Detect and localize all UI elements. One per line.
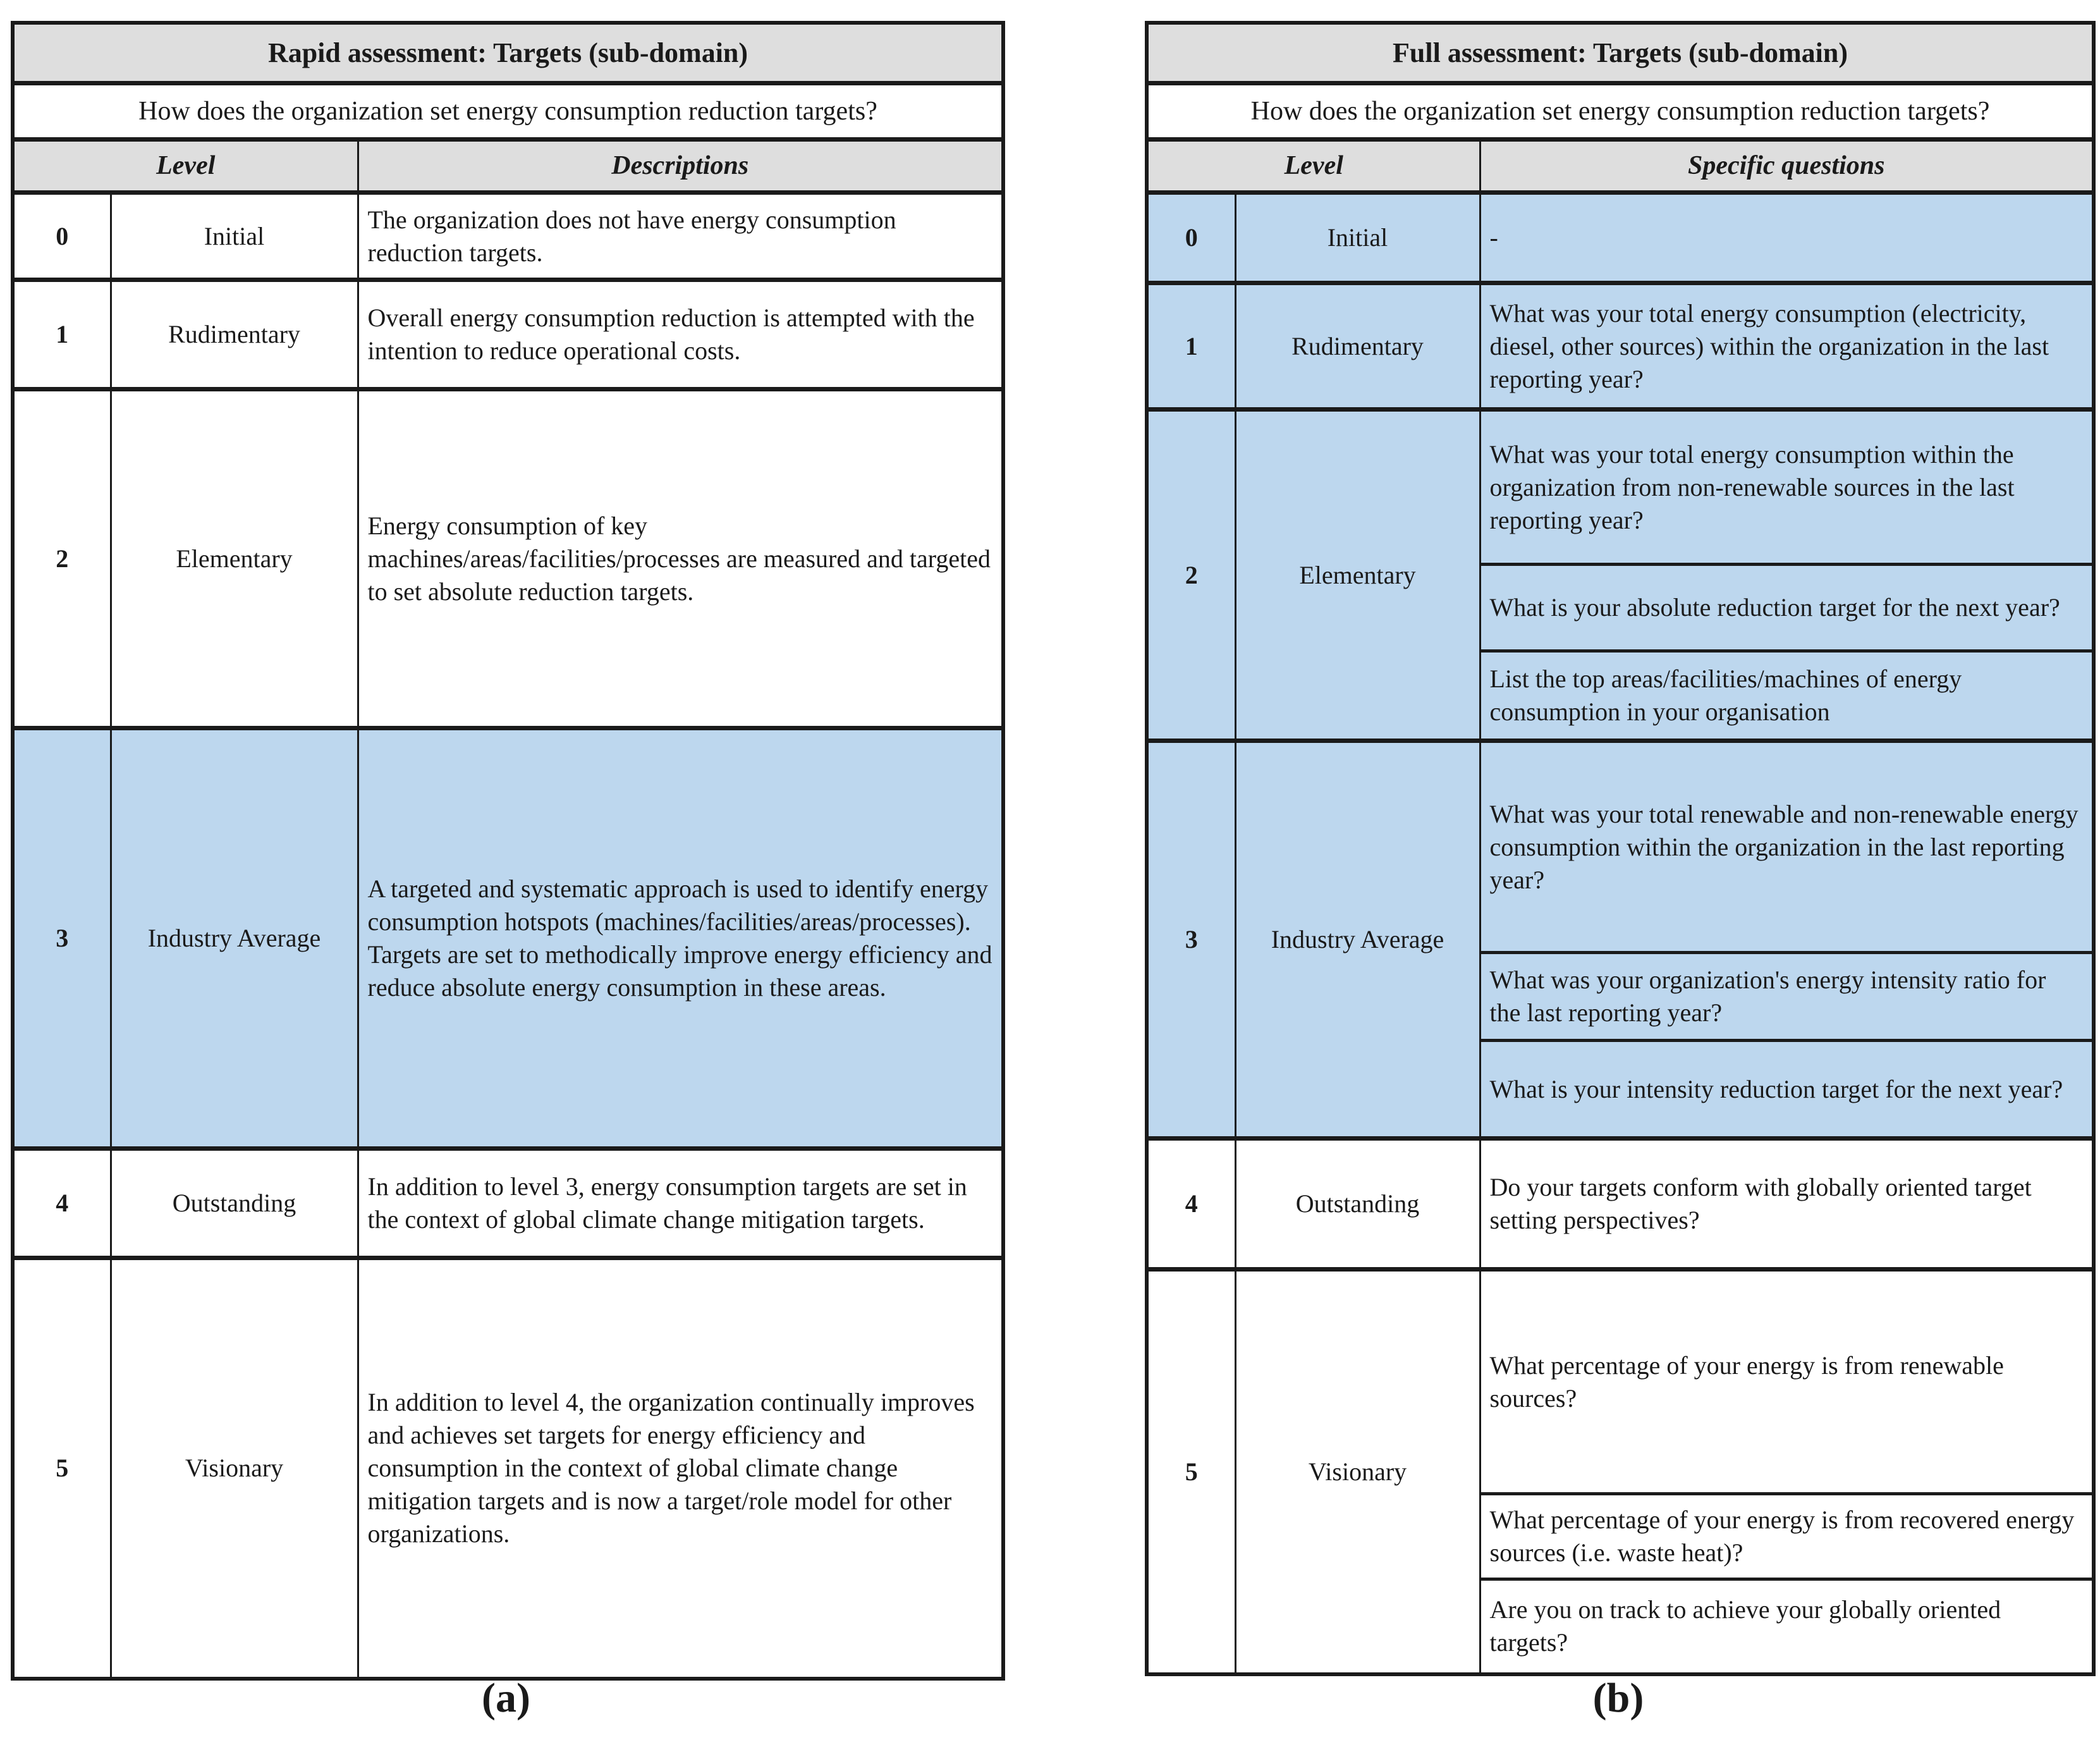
table-header-row: Level Descriptions bbox=[11, 138, 1004, 193]
level-number: 2 bbox=[1145, 408, 1236, 742]
table-header-row: Level Specific questions bbox=[1145, 138, 2095, 193]
table-title-row: Full assessment: Targets (sub-domain) bbox=[1145, 21, 2095, 84]
table-row: 4 Outstanding In addition to level 3, en… bbox=[11, 1148, 1004, 1259]
subfigure-caption-b: (b) bbox=[1592, 1675, 1644, 1721]
specific-question: Are you on track to achieve your globall… bbox=[1479, 1578, 2095, 1675]
specific-question: What was your total energy consumption w… bbox=[1479, 408, 2095, 565]
table-title: Rapid assessment: Targets (sub-domain) bbox=[11, 21, 1004, 84]
column-header-specific-questions: Specific questions bbox=[1479, 138, 2095, 193]
level-name: Industry Average bbox=[109, 727, 359, 1149]
specific-question: List the top areas/facilities/machines o… bbox=[1479, 650, 2095, 742]
full-assessment-table: Full assessment: Targets (sub-domain) Ho… bbox=[1145, 21, 2096, 1676]
level-number: 0 bbox=[11, 192, 112, 281]
level-number: 1 bbox=[11, 279, 112, 390]
level-name: Elementary bbox=[1234, 408, 1481, 742]
table-row: 0 Initial The organization does not have… bbox=[11, 192, 1004, 281]
specific-question: What was your total energy consumption (… bbox=[1479, 282, 2095, 410]
column-header-level: Level bbox=[11, 138, 359, 193]
level-name: Initial bbox=[1234, 192, 1481, 284]
table-row: 4 Outstanding Do your targets conform wi… bbox=[1145, 1137, 2095, 1270]
level-description: Overall energy consumption reduction is … bbox=[357, 279, 1004, 390]
table-subrow-highlighted: List the top areas/facilities/machines o… bbox=[1147, 650, 2095, 742]
level-name: Initial bbox=[109, 192, 359, 281]
level-description: In addition to level 3, energy consumpti… bbox=[357, 1148, 1004, 1259]
table-row-highlighted: 3 Industry Average What was your total r… bbox=[1145, 740, 2095, 1139]
level-number: 4 bbox=[1145, 1137, 1236, 1270]
assessment-question: How does the organization set energy con… bbox=[11, 82, 1004, 140]
specific-question: What is your intensity reduction target … bbox=[1479, 1039, 2095, 1139]
specific-question: Do your targets conform with globally or… bbox=[1479, 1137, 2095, 1270]
column-header-level: Level bbox=[1145, 138, 1481, 193]
specific-question: - bbox=[1479, 192, 2095, 284]
level-description: The organization does not have energy co… bbox=[357, 192, 1004, 281]
specific-question: What percentage of your energy is from r… bbox=[1479, 1268, 2095, 1495]
level-description: Energy consumption of key machines/areas… bbox=[357, 388, 1004, 729]
level-number: 5 bbox=[11, 1257, 112, 1679]
table-question-row: How does the organization set energy con… bbox=[1145, 82, 2095, 140]
level-number: 3 bbox=[11, 727, 112, 1149]
table-subrow: Are you on track to achieve your globall… bbox=[1147, 1578, 2095, 1675]
level-name: Outstanding bbox=[1234, 1137, 1481, 1270]
table-row: 2 Elementary Energy consumption of key m… bbox=[11, 388, 1004, 729]
table-title-row: Rapid assessment: Targets (sub-domain) bbox=[11, 21, 1004, 84]
level-number: 3 bbox=[1145, 740, 1236, 1139]
subfigure-caption-a: (a) bbox=[482, 1675, 530, 1721]
table-subrow-highlighted: What is your absolute reduction target f… bbox=[1147, 563, 2095, 652]
level-number: 1 bbox=[1145, 282, 1236, 410]
table-subrow-highlighted: What was your organization's energy inte… bbox=[1147, 952, 2095, 1041]
level-number: 4 bbox=[11, 1148, 112, 1259]
table-row: 5 Visionary What percentage of your ener… bbox=[1145, 1268, 2095, 1675]
table-row: 5 Visionary In addition to level 4, the … bbox=[11, 1257, 1004, 1679]
level-name: Visionary bbox=[1234, 1268, 1481, 1675]
specific-question: What percentage of your energy is from r… bbox=[1479, 1493, 2095, 1580]
table-row-highlighted: 1 Rudimentary What was your total energy… bbox=[1145, 282, 2095, 410]
level-name: Elementary bbox=[109, 388, 359, 729]
column-header-descriptions: Descriptions bbox=[357, 138, 1004, 193]
level-number: 2 bbox=[11, 388, 112, 729]
level-name: Industry Average bbox=[1234, 740, 1481, 1139]
level-name: Outstanding bbox=[109, 1148, 359, 1259]
table-row-highlighted: 0 Initial - bbox=[1145, 192, 2095, 284]
specific-question: What was your total renewable and non-re… bbox=[1479, 740, 2095, 953]
level-name: Visionary bbox=[109, 1257, 359, 1679]
table-row-highlighted: 3 Industry Average A targeted and system… bbox=[11, 727, 1004, 1149]
table-row-highlighted: 2 Elementary What was your total energy … bbox=[1145, 408, 2095, 742]
level-number: 5 bbox=[1145, 1268, 1236, 1675]
specific-question: What is your absolute reduction target f… bbox=[1479, 563, 2095, 652]
table-row: 1 Rudimentary Overall energy consumption… bbox=[11, 279, 1004, 390]
level-name: Rudimentary bbox=[1234, 282, 1481, 410]
table-title: Full assessment: Targets (sub-domain) bbox=[1145, 21, 2095, 84]
table-subrow: What percentage of your energy is from r… bbox=[1147, 1493, 2095, 1580]
level-name: Rudimentary bbox=[109, 279, 359, 390]
table-subrow-highlighted: What is your intensity reduction target … bbox=[1147, 1039, 2095, 1139]
rapid-assessment-table: Rapid assessment: Targets (sub-domain) H… bbox=[11, 21, 1005, 1681]
level-number: 0 bbox=[1145, 192, 1236, 284]
level-description: In addition to level 4, the organization… bbox=[357, 1257, 1004, 1679]
specific-question: What was your organization's energy inte… bbox=[1479, 952, 2095, 1041]
level-description: A targeted and systematic approach is us… bbox=[357, 727, 1004, 1149]
assessment-question: How does the organization set energy con… bbox=[1145, 82, 2095, 140]
table-question-row: How does the organization set energy con… bbox=[11, 82, 1004, 140]
